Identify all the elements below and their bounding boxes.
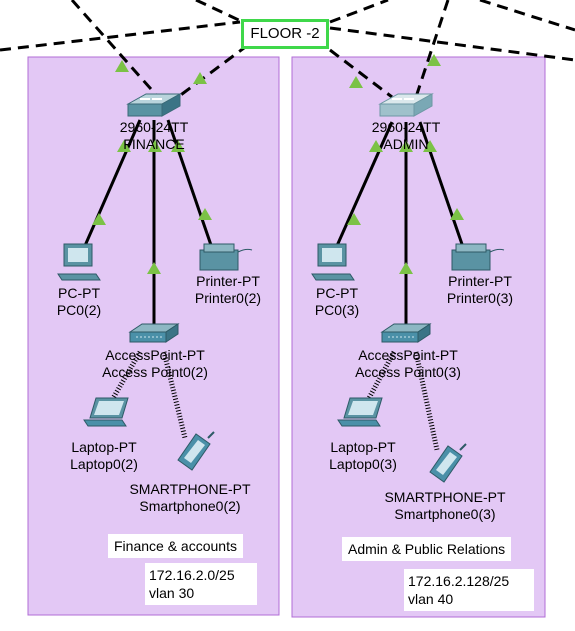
device-type: PC-PT [315, 285, 358, 301]
device-type: SMARTPHONE-PT [129, 481, 251, 497]
switch-finance-icon[interactable] [126, 93, 182, 117]
link-triangles [92, 140, 464, 274]
access-point-finance-icon[interactable] [128, 323, 180, 343]
device-type: Printer-PT [196, 273, 260, 289]
vlan-value: vlan 40 [408, 591, 454, 607]
pc-finance-label: PC-PT PC0(2) [57, 285, 101, 319]
switch-model: 2960-24TT [371, 119, 441, 135]
smartphone-admin-icon[interactable] [429, 443, 467, 483]
device-type: Laptop-PT [71, 439, 137, 455]
switch-admin-label: 2960-24TT ADMIN [372, 119, 440, 153]
smartphone-finance-icon[interactable] [177, 431, 215, 471]
laptop-admin-icon[interactable] [337, 397, 383, 427]
device-name: PC0(3) [314, 302, 360, 318]
device-type: Printer-PT [448, 273, 512, 289]
access-point-admin-label: AccessPoint-PT Access Point0(3) [355, 347, 461, 381]
switch-admin-icon[interactable] [378, 93, 434, 117]
smartphone-admin-label: SMARTPHONE-PT Smartphone0(3) [384, 489, 505, 523]
device-type: PC-PT [57, 285, 100, 301]
printer-finance-icon[interactable] [199, 243, 253, 271]
laptop-finance-icon[interactable] [83, 397, 129, 427]
access-point-finance-label: AccessPoint-PT Access Point0(2) [102, 347, 208, 381]
switch-name: ADMIN [383, 136, 429, 152]
laptop-admin-label: Laptop-PT Laptop0(3) [329, 439, 397, 473]
device-name: PC0(2) [56, 302, 102, 318]
uplinks [0, 0, 575, 99]
pc-admin-label: PC-PT PC0(3) [315, 285, 359, 319]
laptop-finance-label: Laptop-PT Laptop0(2) [70, 439, 138, 473]
department-admin-label: Admin & Public Relations [342, 537, 512, 561]
wireless-links [109, 350, 440, 451]
vlan-value: vlan 30 [149, 585, 195, 601]
device-type: AccessPoint-PT [358, 347, 458, 363]
department-finance-label: Finance & accounts [108, 534, 243, 558]
device-type: SMARTPHONE-PT [384, 489, 506, 505]
printer-admin-icon[interactable] [451, 243, 505, 271]
switch-name: FINANCE [123, 136, 185, 152]
device-name: Printer0(3) [446, 290, 514, 306]
device-name: Laptop0(2) [70, 456, 138, 472]
pc-finance-icon[interactable] [57, 243, 101, 281]
floor-label: FLOOR -2 [241, 19, 329, 49]
device-name: Printer0(2) [194, 290, 262, 306]
wired-links [82, 119, 466, 328]
pc-admin-icon[interactable] [311, 243, 355, 281]
smartphone-finance-label: SMARTPHONE-PT Smartphone0(2) [129, 481, 250, 515]
device-type: AccessPoint-PT [105, 347, 205, 363]
device-name: Smartphone0(3) [394, 506, 496, 522]
device-name: Laptop0(3) [329, 456, 397, 472]
device-name: Access Point0(3) [355, 364, 461, 380]
switch-finance-label: 2960-24TT FINANCE [120, 119, 188, 153]
access-point-admin-icon[interactable] [380, 323, 432, 343]
subnet-admin-box: 172.16.2.128/25 vlan 40 [404, 569, 534, 611]
switch-model: 2960-24TT [119, 119, 189, 135]
device-name: Smartphone0(2) [139, 498, 241, 514]
printer-admin-label: Printer-PT Printer0(3) [447, 273, 513, 307]
uplink-triangles [115, 54, 441, 88]
subnet-value: 172.16.2.0/25 [149, 567, 235, 583]
device-name: Access Point0(2) [102, 364, 208, 380]
subnet-value: 172.16.2.128/25 [408, 573, 510, 589]
subnet-finance-box: 172.16.2.0/25 vlan 30 [145, 563, 257, 605]
device-type: Laptop-PT [330, 439, 396, 455]
printer-finance-label: Printer-PT Printer0(2) [195, 273, 261, 307]
